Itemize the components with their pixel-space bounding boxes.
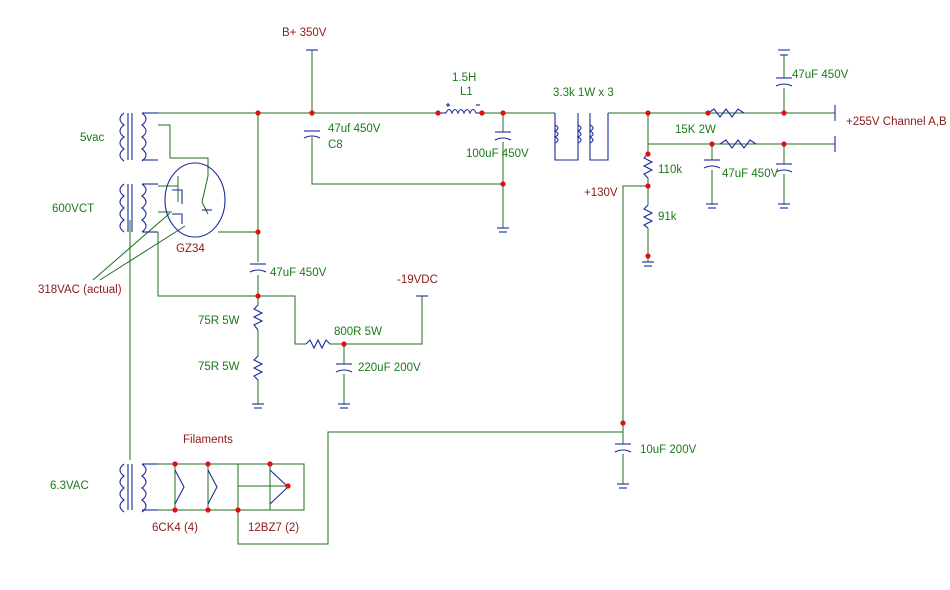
label-xfmr-63: 6.3VAC <box>50 480 89 492</box>
label-choke-ref: L1 <box>460 86 473 98</box>
choke-l1 <box>438 103 482 115</box>
label-c8-ref: C8 <box>328 139 343 151</box>
resistor-3-3k-x3 <box>553 113 609 161</box>
label-cap-top-right: 47uF 450V <box>792 69 849 81</box>
label-c8-value: 47uf 450V <box>328 123 381 135</box>
transformer-600vct <box>119 183 158 233</box>
label-r-110k: 110k <box>658 164 683 176</box>
resistor-75r-top <box>252 304 264 331</box>
label-choke-value: 1.5H <box>452 72 477 84</box>
label-318vac: 318VAC (actual) <box>38 284 122 296</box>
label-xfmr-5v: 5vac <box>80 132 105 144</box>
rectifier-tube-gz34 <box>164 162 226 238</box>
label-xfmr-600: 600VCT <box>52 203 95 215</box>
label-tube-12bz7: 12BZ7 (2) <box>248 522 300 534</box>
label-r-91k: 91k <box>658 211 677 223</box>
label-filaments: Filaments <box>183 434 233 446</box>
label-r-series: 3.3k 1W x 3 <box>553 87 614 99</box>
resistor-91k <box>642 204 654 229</box>
resistor-top-right <box>707 108 745 118</box>
transformer-5vac <box>119 112 158 162</box>
label-cap-220: 220uF 200V <box>358 362 421 374</box>
components <box>119 49 836 513</box>
capacitor-47uf-top-right <box>775 77 793 87</box>
label-r-15k: 15K 2W <box>675 124 716 136</box>
capacitor-c8 <box>303 130 321 139</box>
capacitor-100uf <box>494 131 512 141</box>
resistor-800r <box>305 338 331 350</box>
label-r-75b: 75R 5W <box>198 361 240 373</box>
label-bplus: B+ 350V <box>282 27 327 39</box>
resistor-110k <box>642 153 654 179</box>
label-neg19: -19VDC <box>397 274 438 286</box>
junction-nodes <box>172 110 787 513</box>
label-130v: +130V <box>584 187 618 199</box>
label-cap-100u: 100uF 450V <box>466 148 529 160</box>
capacitor-220uf <box>335 363 353 373</box>
label-r-800: 800R 5W <box>334 326 382 338</box>
label-tube-6ck4: 6CK4 (4) <box>152 522 199 534</box>
wires <box>92 50 835 545</box>
capacitor-10uf <box>614 443 632 453</box>
ground-symbols <box>252 49 836 489</box>
resistor-75r-bottom <box>252 355 264 381</box>
label-cap-mid-right: 47uF 450V <box>722 168 779 180</box>
resistor-15k <box>719 139 757 149</box>
label-cap-10u: 10uF 200V <box>640 444 697 456</box>
filament-heaters <box>174 469 289 505</box>
label-output: +255V Channel A,B <box>846 116 947 128</box>
capacitor-47uf-bias <box>249 263 267 273</box>
label-cap-bias: 47uF 450V <box>270 267 327 279</box>
label-r-75a: 75R 5W <box>198 315 240 327</box>
transformer-6-3vac <box>119 463 158 513</box>
capacitor-47uf-mid-right-a <box>703 159 721 169</box>
label-rectifier: GZ34 <box>176 243 205 255</box>
capacitor-47uf-mid-right-b <box>775 163 793 173</box>
